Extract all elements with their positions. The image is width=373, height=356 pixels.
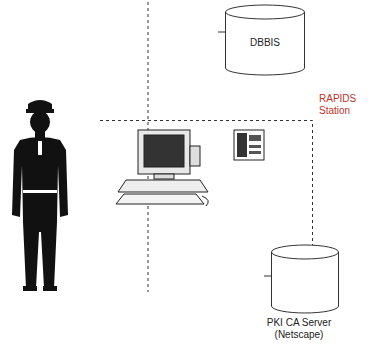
station-label: RAPIDS Station [319,93,367,116]
tick [218,32,226,33]
uniform-detail [23,141,57,193]
server-label: PKI CA Server (Netscape) [257,317,341,340]
database-cylinder: PKI CA Server (Netscape) [271,245,339,313]
officer-figure [12,100,68,291]
card-device [234,130,264,160]
cylinder-outline [271,245,339,313]
server-label: DBBIS [225,37,305,49]
database-cylinder: DBBIS [225,5,305,75]
tick [264,276,271,277]
computer [116,130,208,206]
